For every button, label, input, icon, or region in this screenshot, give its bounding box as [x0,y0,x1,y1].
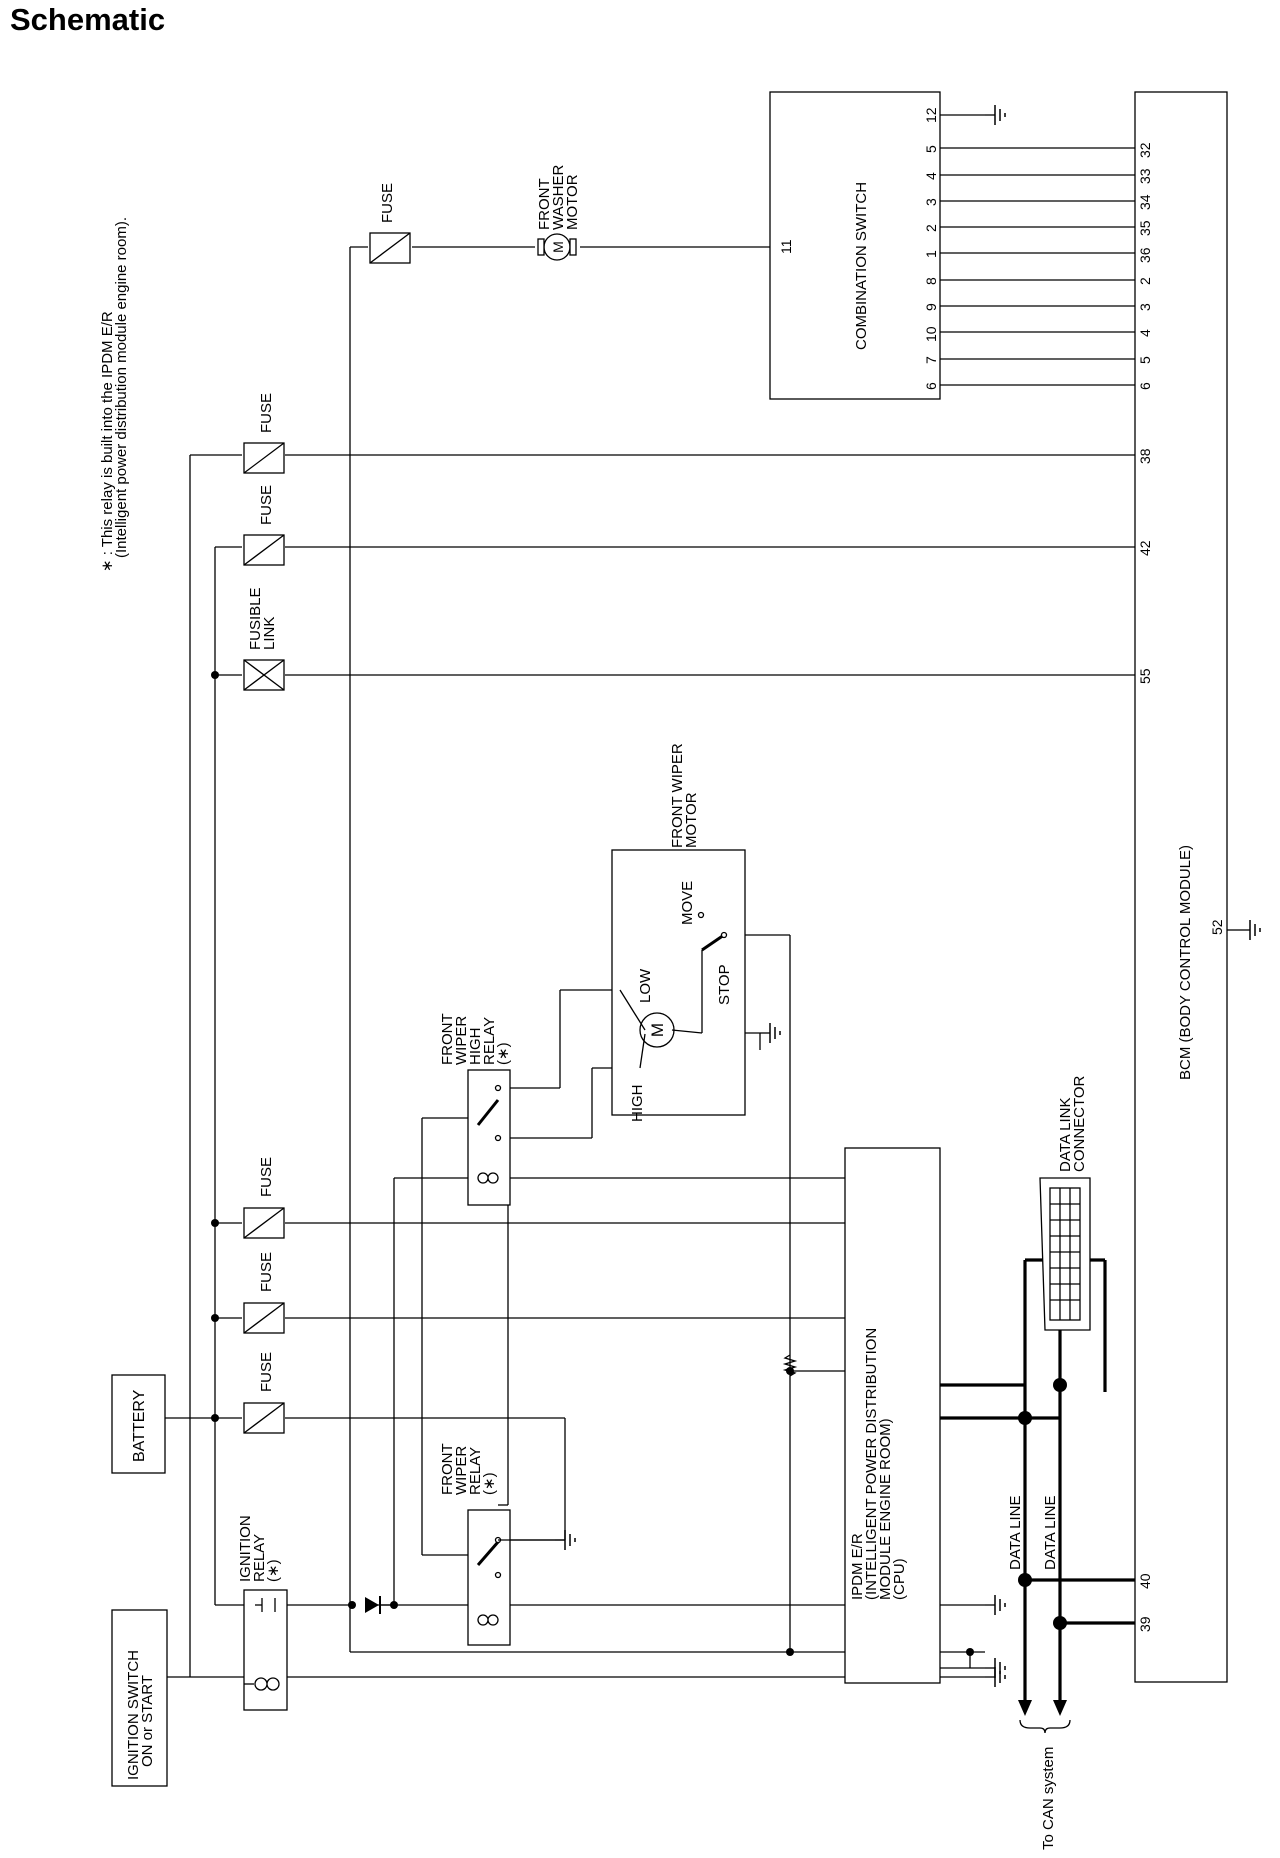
bcm-pin-42: 42 [1137,540,1153,556]
can-system-text: To CAN system [1040,1747,1057,1850]
wiper-motor-label-2: MOTOR [683,792,700,848]
battery: BATTERY [111,1374,166,1474]
data-link-connector-label: DATA LINK [1057,1098,1074,1172]
fuse-battery: FUSE [243,1352,285,1434]
ipdm-er: IPDM E/R (INTELLIGENT POWER DISTRIBUTION… [782,1147,941,1684]
ignition-switch-label-2: ON or START [139,1675,156,1767]
high-relay-label-2: WIPER [453,1016,470,1065]
can-system-label: To CAN system [1019,1719,1071,1850]
wiper-low-terminal-label: LOW [637,968,654,1003]
washer-motor-symbol: M [550,241,566,253]
wiper-relay-label-2: WIPER [453,1446,470,1495]
combination-switch-pin: 12 [923,107,939,123]
front-washer-motor: M FRONT WASHER MOTOR [536,165,581,261]
fuse-42: FUSE [243,485,285,566]
relay-note-line1: ∗ : This relay is built into the IPDM E/… [99,311,116,572]
fuse-washer: FUSE [369,183,411,264]
fuse-label: FUSE [258,1352,275,1392]
wiper-high-terminal-label: HIGH [629,1085,646,1123]
wiper-stop-terminal-label: STOP [716,964,733,1005]
high-relay-label-5: (∗) [495,1042,512,1065]
fusible-link-label: FUSIBLE [247,587,264,650]
washer-motor-label-2: WASHER [550,165,567,230]
ignition-relay-label: IGNITION [237,1515,254,1582]
ipdm-label: IPDM E/R [849,1533,866,1600]
washer-motor-label-3: MOTOR [564,174,581,230]
fuse-label: FUSE [258,485,275,525]
ignition-relay-label-2: RELAY [251,1534,268,1582]
bcm-pin: 35 [1137,220,1153,236]
page-title: Schematic [10,2,166,37]
combination-switch-pin: 9 [923,303,939,311]
combination-switch-pin: 5 [923,145,939,153]
high-relay-label-3: HIGH [467,1028,484,1066]
fusible-link-label-2: LINK [261,617,278,650]
fuse-label: FUSE [258,1157,275,1197]
bcm-pin-52: 52 [1209,919,1225,935]
bcm-pin: 2 [1137,277,1153,285]
combination-switch-pin: 4 [923,172,939,180]
wiper-relay-label: FRONT [439,1443,456,1495]
bcm-pin-40: 40 [1137,1573,1153,1589]
combination-switch-pin-11: 11 [778,239,794,254]
fuse-label: FUSE [258,393,275,433]
ipdm-label-2: (INTELLIGENT POWER DISTRIBUTION [863,1328,880,1600]
bcm-pin: 4 [1137,329,1153,337]
fuse-label: FUSE [258,1252,275,1292]
combination-switch-pin: 3 [923,198,939,206]
wiper-move-terminal-label: MOVE [679,881,696,925]
data-line-label: DATA LINE [1007,1496,1024,1570]
bcm-pin: 32 [1137,142,1153,158]
bcm-pin: 3 [1137,303,1153,311]
bcm-pin: 33 [1137,168,1153,184]
ipdm-label-4: (CPU) [891,1558,908,1600]
ignition-switch-label: IGNITION SWITCH [125,1650,142,1780]
fuse-label: FUSE [379,183,396,223]
data-link-connector: DATA LINK CONNECTOR [1039,1075,1091,1331]
combination-switch-pin: 8 [923,277,939,285]
combination-switch-pin: 1 [923,250,939,258]
bcm-pin-55: 55 [1137,668,1153,684]
combination-switch-pin: 6 [923,382,939,390]
washer-motor-label: FRONT [536,178,553,230]
wiper-motor-label: FRONT WIPER [669,743,686,848]
bcm: BCM (BODY CONTROL MODULE) 52 32 33 34 35… [1134,91,1261,1683]
relay-note-line2: (Intelligent power distribution module e… [113,217,130,558]
bcm-pin-39: 39 [1137,1616,1153,1632]
bcm-pin: 6 [1137,382,1153,390]
wiper-motor-symbol: M [648,1023,667,1037]
fusible-link-55: FUSIBLE LINK [243,587,285,691]
bcm-pin: 36 [1137,247,1153,263]
bcm-pin: 5 [1137,356,1153,364]
front-wiper-motor: M FRONT WIPER MOTOR HIGH LOW STOP MOVE [611,743,781,1123]
bcm-pin: 34 [1137,194,1153,210]
fuse-38: FUSE [243,393,285,474]
ipdm-label-3: MODULE ENGINE ROOM) [877,1418,894,1600]
fuse-ipdm-2: FUSE [243,1252,285,1334]
front-wiper-relay: FRONT WIPER RELAY (∗) [439,1443,555,1646]
high-relay-label-4: RELAY [481,1017,498,1065]
ignition-relay-label-3: (∗) [265,1559,282,1582]
front-wiper-high-relay: FRONT WIPER HIGH RELAY (∗) [439,1013,512,1206]
battery-label: BATTERY [131,1389,148,1462]
high-relay-label: FRONT [439,1013,456,1065]
ignition-switch: IGNITION SWITCH ON or START [111,1609,168,1787]
wiper-relay-label-4: (∗) [481,1472,498,1495]
ignition-relay: IGNITION RELAY (∗) [237,1515,288,1711]
bcm-label: BCM (BODY CONTROL MODULE) [1177,845,1194,1080]
combination-switch-pin: 7 [923,356,939,364]
combination-switch-label: COMBINATION SWITCH [853,182,870,350]
wiper-relay-label-3: RELAY [467,1447,484,1495]
bcm-pin-38: 38 [1137,448,1153,464]
data-line-label-2: DATA LINE [1042,1496,1059,1570]
fuse-ipdm-1: FUSE [243,1157,285,1239]
combination-switch-pin: 10 [923,326,939,342]
combination-switch: COMBINATION SWITCH 11 12 5 4 3 2 1 8 9 1… [769,91,941,400]
combination-switch-pin: 2 [923,224,939,232]
data-link-connector-label-2: CONNECTOR [1071,1075,1088,1172]
